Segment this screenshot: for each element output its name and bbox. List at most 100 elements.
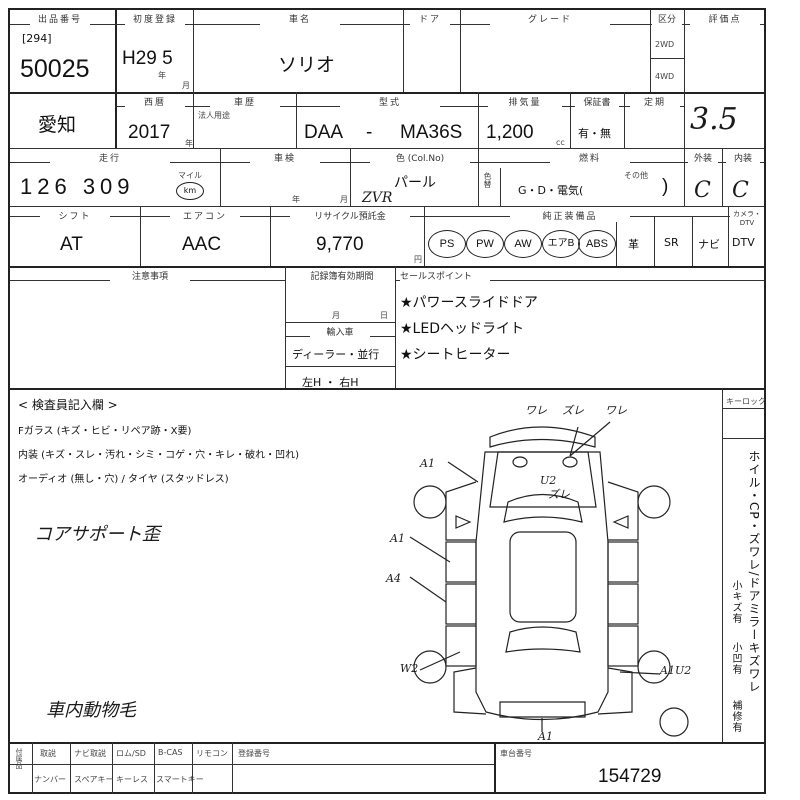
shift-value: AT	[60, 234, 83, 255]
mark-a4: A4	[385, 572, 401, 585]
mark-a1u2: A1U2	[659, 664, 691, 677]
side-sub-1: 小キズ有	[730, 580, 741, 624]
side-sub-2: 小凹有	[730, 642, 741, 675]
shaken-label: 車歴	[210, 95, 280, 108]
footer-item-8: キーレス	[116, 775, 148, 784]
color-change-label: 色替	[483, 172, 492, 188]
ext-label: 外装	[688, 151, 718, 164]
ac-value: AAC	[182, 234, 222, 255]
equip-dtv: DTV	[732, 236, 755, 249]
footer-item-5: リモコン	[196, 749, 228, 758]
cc-label: 排気量	[488, 95, 562, 108]
year-unit: 年	[185, 139, 193, 148]
lot-label: 出品番号	[30, 12, 90, 25]
mark-zure-1: ズレ	[562, 404, 584, 417]
dealer-value: ディーラー・並行	[292, 348, 380, 361]
cc-value: 1,200	[486, 122, 534, 143]
area-value: 愛知	[38, 115, 77, 136]
import-label: 輸入車	[310, 325, 370, 338]
sales-point-2: ★LEDヘッドライト	[400, 321, 524, 337]
caution-label: 注意事項	[110, 269, 190, 282]
recall-label: 定期	[630, 95, 680, 108]
mark-a1-side: A1	[389, 532, 405, 545]
color-label: 色 (Col.No)	[370, 151, 470, 164]
footer-item-6: ナンバー	[34, 775, 66, 784]
shaken-sub: 法人用途	[198, 111, 230, 120]
drive-2wd: 2WD	[655, 40, 675, 49]
model-label: 車名	[260, 12, 340, 25]
mark-ware-2: ワレ	[605, 404, 627, 417]
warranty-value: 有・無	[578, 127, 611, 140]
mile-label: マイル	[178, 171, 202, 180]
storage-day: 日	[380, 311, 388, 320]
storage-month: 月	[332, 311, 340, 320]
color-code: ZVR	[362, 190, 393, 206]
inspector-audio-line: オーディオ (無し・穴) / タイヤ (スタッドレス)	[18, 474, 229, 485]
int-label: 内装	[726, 151, 760, 164]
inspector-interior-line: 内装 (キズ・スレ・汚れ・シミ・コゲ・穴・キレ・破れ・凹れ)	[18, 450, 299, 461]
car-damage-diagram: ワレ ズレ ワレ U2 ズレ A1 A1 A4 W2 A1U2 A1	[385, 404, 691, 742]
shift-label: シフト	[40, 209, 110, 222]
fuel-label: 燃料	[550, 151, 630, 164]
door-label: ドア	[410, 12, 450, 25]
sales-label: セールスポイント	[400, 269, 490, 282]
warranty-label: 保証書	[575, 95, 619, 108]
side-sub-3: 補修有	[730, 700, 741, 733]
handwritten-note-2: 車内動物毛	[46, 700, 136, 721]
int-value: C	[732, 178, 749, 203]
inspection-label: 車検	[250, 151, 320, 164]
year-value: 2017	[128, 122, 171, 143]
color-value: パール	[394, 175, 436, 191]
type-value: MA36S	[400, 122, 463, 143]
lot-bracket: [294]	[22, 32, 52, 45]
recycle-value: 9,770	[316, 234, 364, 255]
fuel-other: その他	[624, 171, 648, 180]
lot-number: 50025	[20, 55, 90, 83]
equip-sr: SR	[664, 236, 679, 249]
inspector-title: < 検査員記入欄 >	[18, 398, 118, 412]
sales-point-3: ★シートヒーター	[400, 347, 511, 363]
footer-item-1: 取説	[40, 749, 56, 758]
reg-label: 初度登録	[125, 12, 185, 25]
equip-abs-badge: ABS	[578, 230, 616, 258]
auction-sheet: 出品番号 [294] 50025 初度登録 H29 5 年 月 車名 ソリオ ド…	[8, 8, 766, 794]
storage-label: 記録簿有効期間	[292, 269, 392, 282]
recycle-label: リサイクル預託金	[290, 209, 410, 222]
equip-label: 純正装備品	[510, 209, 630, 222]
ac-label: エアコン	[170, 209, 240, 222]
mark-w2: W2	[400, 662, 418, 675]
ext-value: C	[694, 178, 711, 203]
insp-year-unit: 年	[292, 195, 300, 204]
footer-item-2: ナビ取説	[74, 749, 106, 758]
score-label: 評価点	[690, 12, 760, 25]
equip-aw-badge: AW	[504, 230, 542, 258]
grade-label: グレード	[490, 12, 610, 25]
fuel-value: G・D・電気(	[518, 184, 584, 197]
equip-airbag-badge: エアB	[542, 230, 580, 258]
mark-a1-front: A1	[419, 457, 435, 470]
mark-ware-1: ワレ	[525, 404, 547, 417]
sales-point-1: ★パワースライドドア	[400, 295, 538, 311]
year-label: 西暦	[125, 95, 185, 108]
cc-unit: cc	[556, 138, 565, 147]
chassis-label: 車台番号	[500, 749, 532, 758]
equip-ps-badge: PS	[428, 230, 466, 258]
reg-no-label: 登録番号	[238, 749, 270, 758]
type-prefix: DAA	[304, 122, 344, 143]
mark-zure-2: ズレ	[548, 488, 570, 501]
equip-navi: ナビ	[698, 238, 720, 251]
mark-u2: U2	[540, 474, 556, 487]
recycle-unit: 円	[414, 255, 422, 264]
mark-a1-rear: A1	[537, 730, 553, 742]
mile-badge: km	[176, 182, 204, 200]
equip-leather: 革	[628, 238, 639, 251]
inspector-glass-line: Fガラス (キズ・ヒビ・リペア跡・X要)	[18, 426, 192, 437]
reg-value: H29 5	[122, 48, 173, 69]
drive-label: 区分	[652, 12, 682, 25]
footer-item-9: スマートキー	[156, 775, 204, 784]
type-label: 型式	[340, 95, 440, 108]
insp-month-unit: 月	[340, 195, 348, 204]
equip-pw-badge: PW	[466, 230, 504, 258]
dtv-label: カメラ・DTV	[730, 209, 764, 227]
chassis-value: 154729	[598, 766, 662, 787]
